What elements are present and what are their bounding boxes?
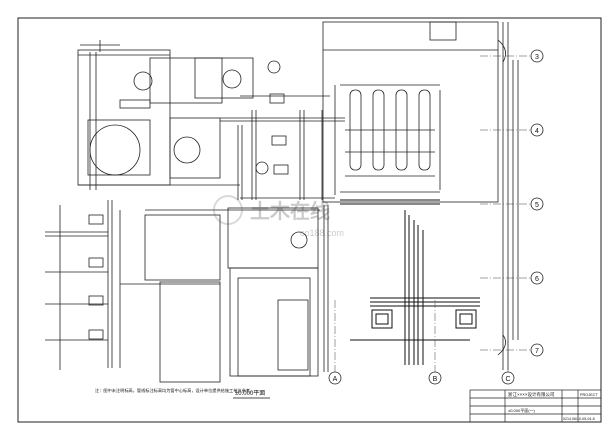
svg-text:3: 3 bbox=[535, 54, 539, 61]
row-axis-bubbles: 3 4 5 6 7 bbox=[530, 49, 544, 357]
right-wall bbox=[497, 22, 519, 370]
tank-circle-2 bbox=[222, 69, 242, 89]
axis-bubble-col-B: B bbox=[428, 371, 442, 385]
watermark: 土木在线 co188.com bbox=[213, 195, 344, 238]
title-block bbox=[469, 389, 602, 423]
svg-text:土木在线: 土木在线 bbox=[250, 199, 330, 223]
svg-text:7: 7 bbox=[535, 348, 539, 355]
svg-text:A: A bbox=[333, 376, 338, 383]
pump-circle bbox=[255, 161, 269, 175]
svg-text:B: B bbox=[433, 376, 438, 383]
sheet-border bbox=[17, 17, 602, 423]
axis-bubble-row-7: 7 bbox=[530, 343, 544, 357]
equipment-zone-top-left bbox=[77, 40, 281, 190]
tank-circle-4 bbox=[173, 136, 201, 164]
svg-text:co188.com: co188.com bbox=[300, 228, 344, 238]
tank-circle-1 bbox=[133, 71, 153, 91]
svg-text:4: 4 bbox=[535, 128, 539, 135]
axis-bubble-row-4: 4 bbox=[530, 123, 544, 137]
title-block-project-label: PROJECT bbox=[580, 393, 598, 397]
pipe-bundle-top bbox=[220, 93, 345, 200]
axis-bubble-row-3: 3 bbox=[530, 49, 544, 63]
axis-bubble-row-5: 5 bbox=[530, 197, 544, 211]
title-block-drawing-no: 0214.06/10-05-04-8 bbox=[563, 417, 595, 421]
title-block-company: 浙江××××设计有限公司 bbox=[508, 391, 555, 398]
axis-grid bbox=[334, 55, 530, 372]
axis-bubble-col-A: A bbox=[328, 371, 342, 385]
title-block-sheet-title: ±0.000平面(一) bbox=[508, 408, 536, 413]
svg-text:C: C bbox=[505, 376, 510, 383]
large-tank-circle bbox=[89, 124, 141, 176]
axis-bubble-row-6: 6 bbox=[530, 271, 544, 285]
lower-rooms bbox=[45, 200, 329, 383]
axis-bubble-col-C: C bbox=[501, 371, 515, 385]
tank-circle-3 bbox=[267, 60, 281, 74]
column-axis-bubbles: A B C bbox=[328, 371, 515, 385]
plan-title: ±0.000平面 bbox=[235, 390, 265, 397]
svg-text:5: 5 bbox=[535, 202, 539, 209]
drawing-note: 注：图中未注明标高，管线标注标高均为管中心标高，设计单位提供给施工单位参考。 bbox=[95, 387, 254, 394]
equipment-room-right bbox=[322, 21, 499, 203]
pipe-field-lower-right bbox=[340, 199, 480, 365]
svg-text:6: 6 bbox=[535, 276, 539, 283]
